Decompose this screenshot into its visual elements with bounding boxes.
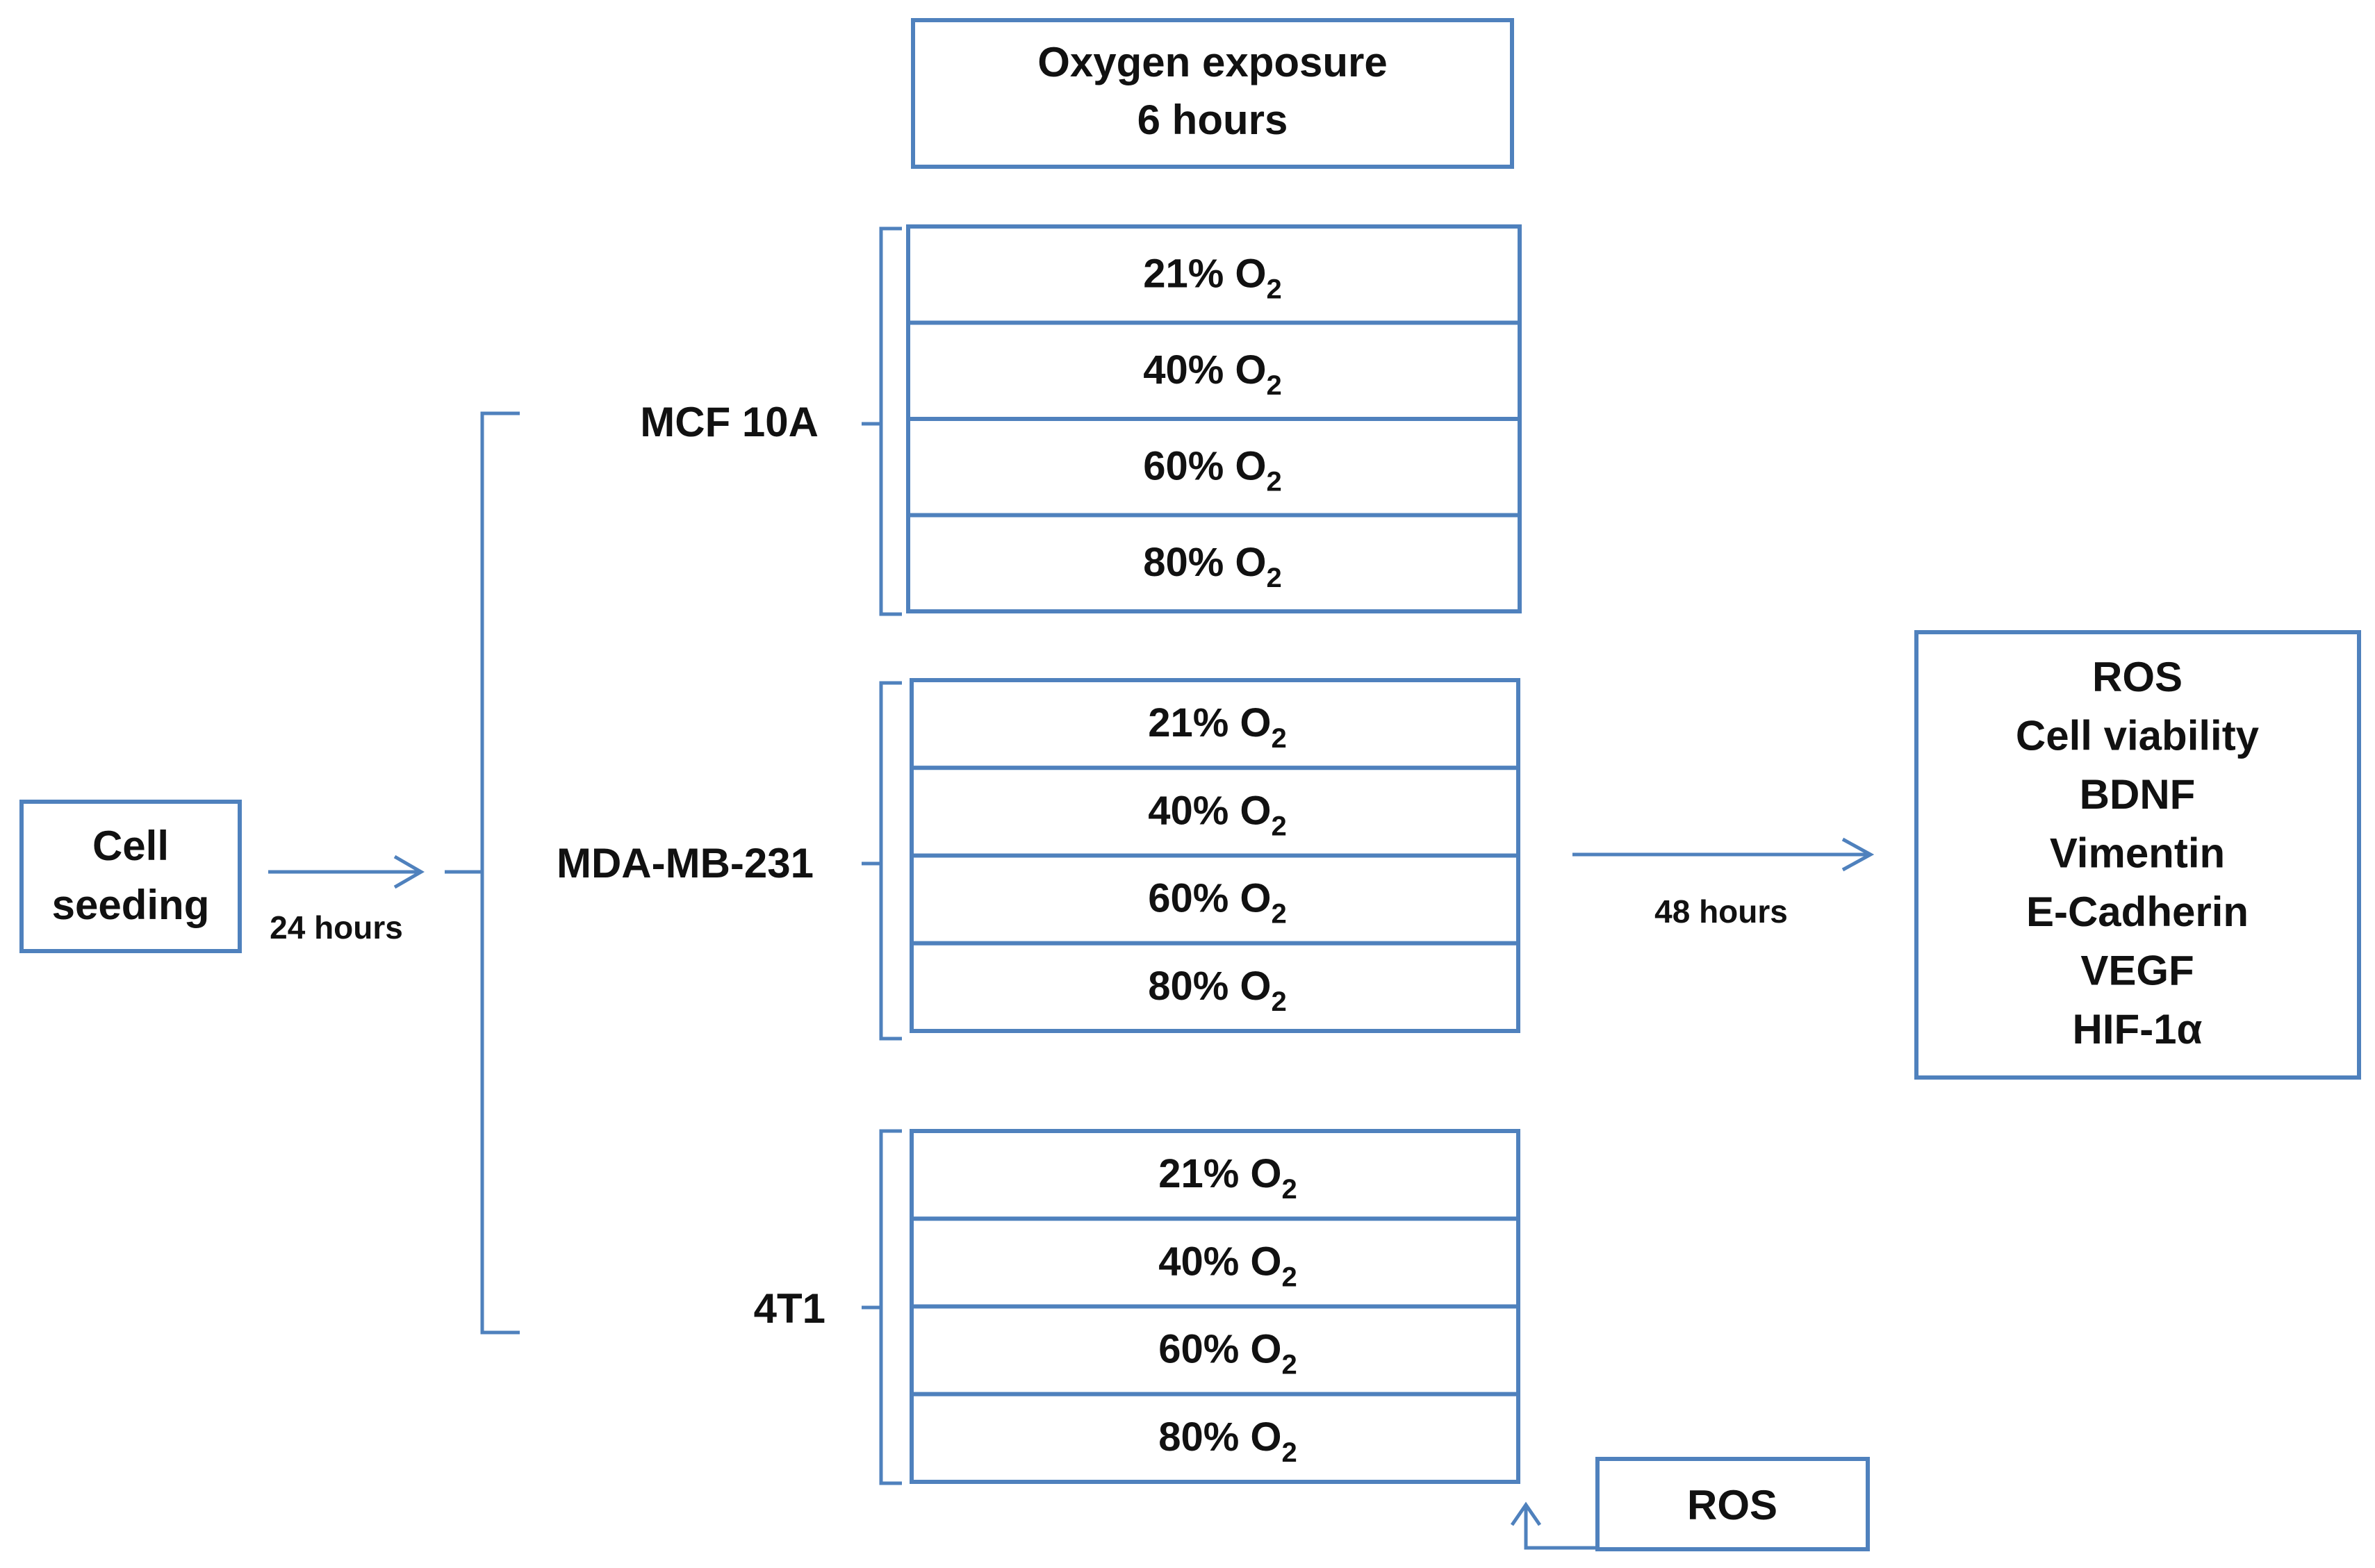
condition-label: 40% O2 (1143, 347, 1282, 401)
condition-cell (906, 417, 1522, 518)
condition-bracket (879, 681, 902, 1041)
output-item: Vimentin (2050, 830, 2225, 877)
output-item: VEGF (2080, 948, 2194, 994)
condition-label: 60% O2 (1148, 876, 1287, 930)
condition-label: 60% O2 (1158, 1327, 1297, 1380)
cell-line-label-mcf10a: MCF 10A (640, 399, 819, 445)
condition-cell (906, 224, 1522, 325)
condition-label: 40% O2 (1148, 788, 1287, 841)
output-item: ROS (2092, 654, 2183, 700)
condition-label: 80% O2 (1148, 964, 1287, 1017)
condition-group-mcf10a: 21% O2 40% O2 60% O2 80% O2 (862, 224, 1522, 616)
condition-cell (910, 853, 1520, 946)
cell-seeding-box: Cell seeding (19, 800, 242, 953)
condition-cell (910, 766, 1520, 858)
condition-cell (910, 1392, 1520, 1484)
oxygen-exposure-box: Oxygen exposure 6 hours (911, 18, 1514, 169)
cell-seeding-line1: Cell (92, 823, 169, 869)
oxygen-exposure-title: Oxygen exposure (1037, 39, 1388, 85)
condition-group-4t1: 21% O2 40% O2 60% O2 80% O2 (862, 1129, 1520, 1485)
cell-seeding-line2: seeding (52, 882, 210, 928)
condition-cell (910, 941, 1520, 1033)
condition-label: 21% O2 (1158, 1151, 1297, 1205)
cell-line-label-mda-mb-231: MDA-MB-231 (557, 840, 814, 886)
cell-line-label-4t1: 4T1 (754, 1285, 825, 1332)
condition-bracket (879, 1129, 902, 1485)
output-item: HIF-1α (2073, 1006, 2203, 1053)
condition-cell (906, 513, 1522, 613)
output-item: Cell viability (2016, 713, 2260, 759)
oxygen-exposure-duration: 6 hours (1137, 97, 1288, 143)
condition-cell (910, 1216, 1520, 1309)
condition-label: 21% O2 (1143, 251, 1282, 304)
condition-label: 21% O2 (1148, 700, 1287, 754)
condition-group-mda-mb-231: 21% O2 40% O2 60% O2 80% O2 (862, 678, 1520, 1041)
ros-feedback: ROS (1510, 1457, 1870, 1551)
condition-cell (910, 678, 1520, 770)
condition-label: 60% O2 (1143, 443, 1282, 497)
condition-label: 80% O2 (1143, 540, 1282, 593)
output-item: BDNF (2080, 771, 2196, 818)
condition-label: 40% O2 (1158, 1239, 1297, 1292)
condition-label: 80% O2 (1158, 1414, 1297, 1468)
seeding-arrow (268, 855, 425, 889)
output-item: E-Cadherin (2026, 889, 2249, 935)
followup-duration-label: 48 hours (1654, 893, 1788, 930)
followup-arrow (1572, 837, 1875, 872)
seeding-duration-label: 24 hours (270, 909, 403, 946)
cell-line-group-bracket (445, 411, 520, 1335)
condition-cell (910, 1129, 1520, 1221)
condition-cell (910, 1304, 1520, 1396)
condition-bracket (879, 226, 902, 616)
condition-groups: 21% O2 40% O2 60% O2 80% O2 21% O2 40% O2 60% … (862, 224, 1522, 1485)
ros-box-label: ROS (1687, 1482, 1777, 1528)
